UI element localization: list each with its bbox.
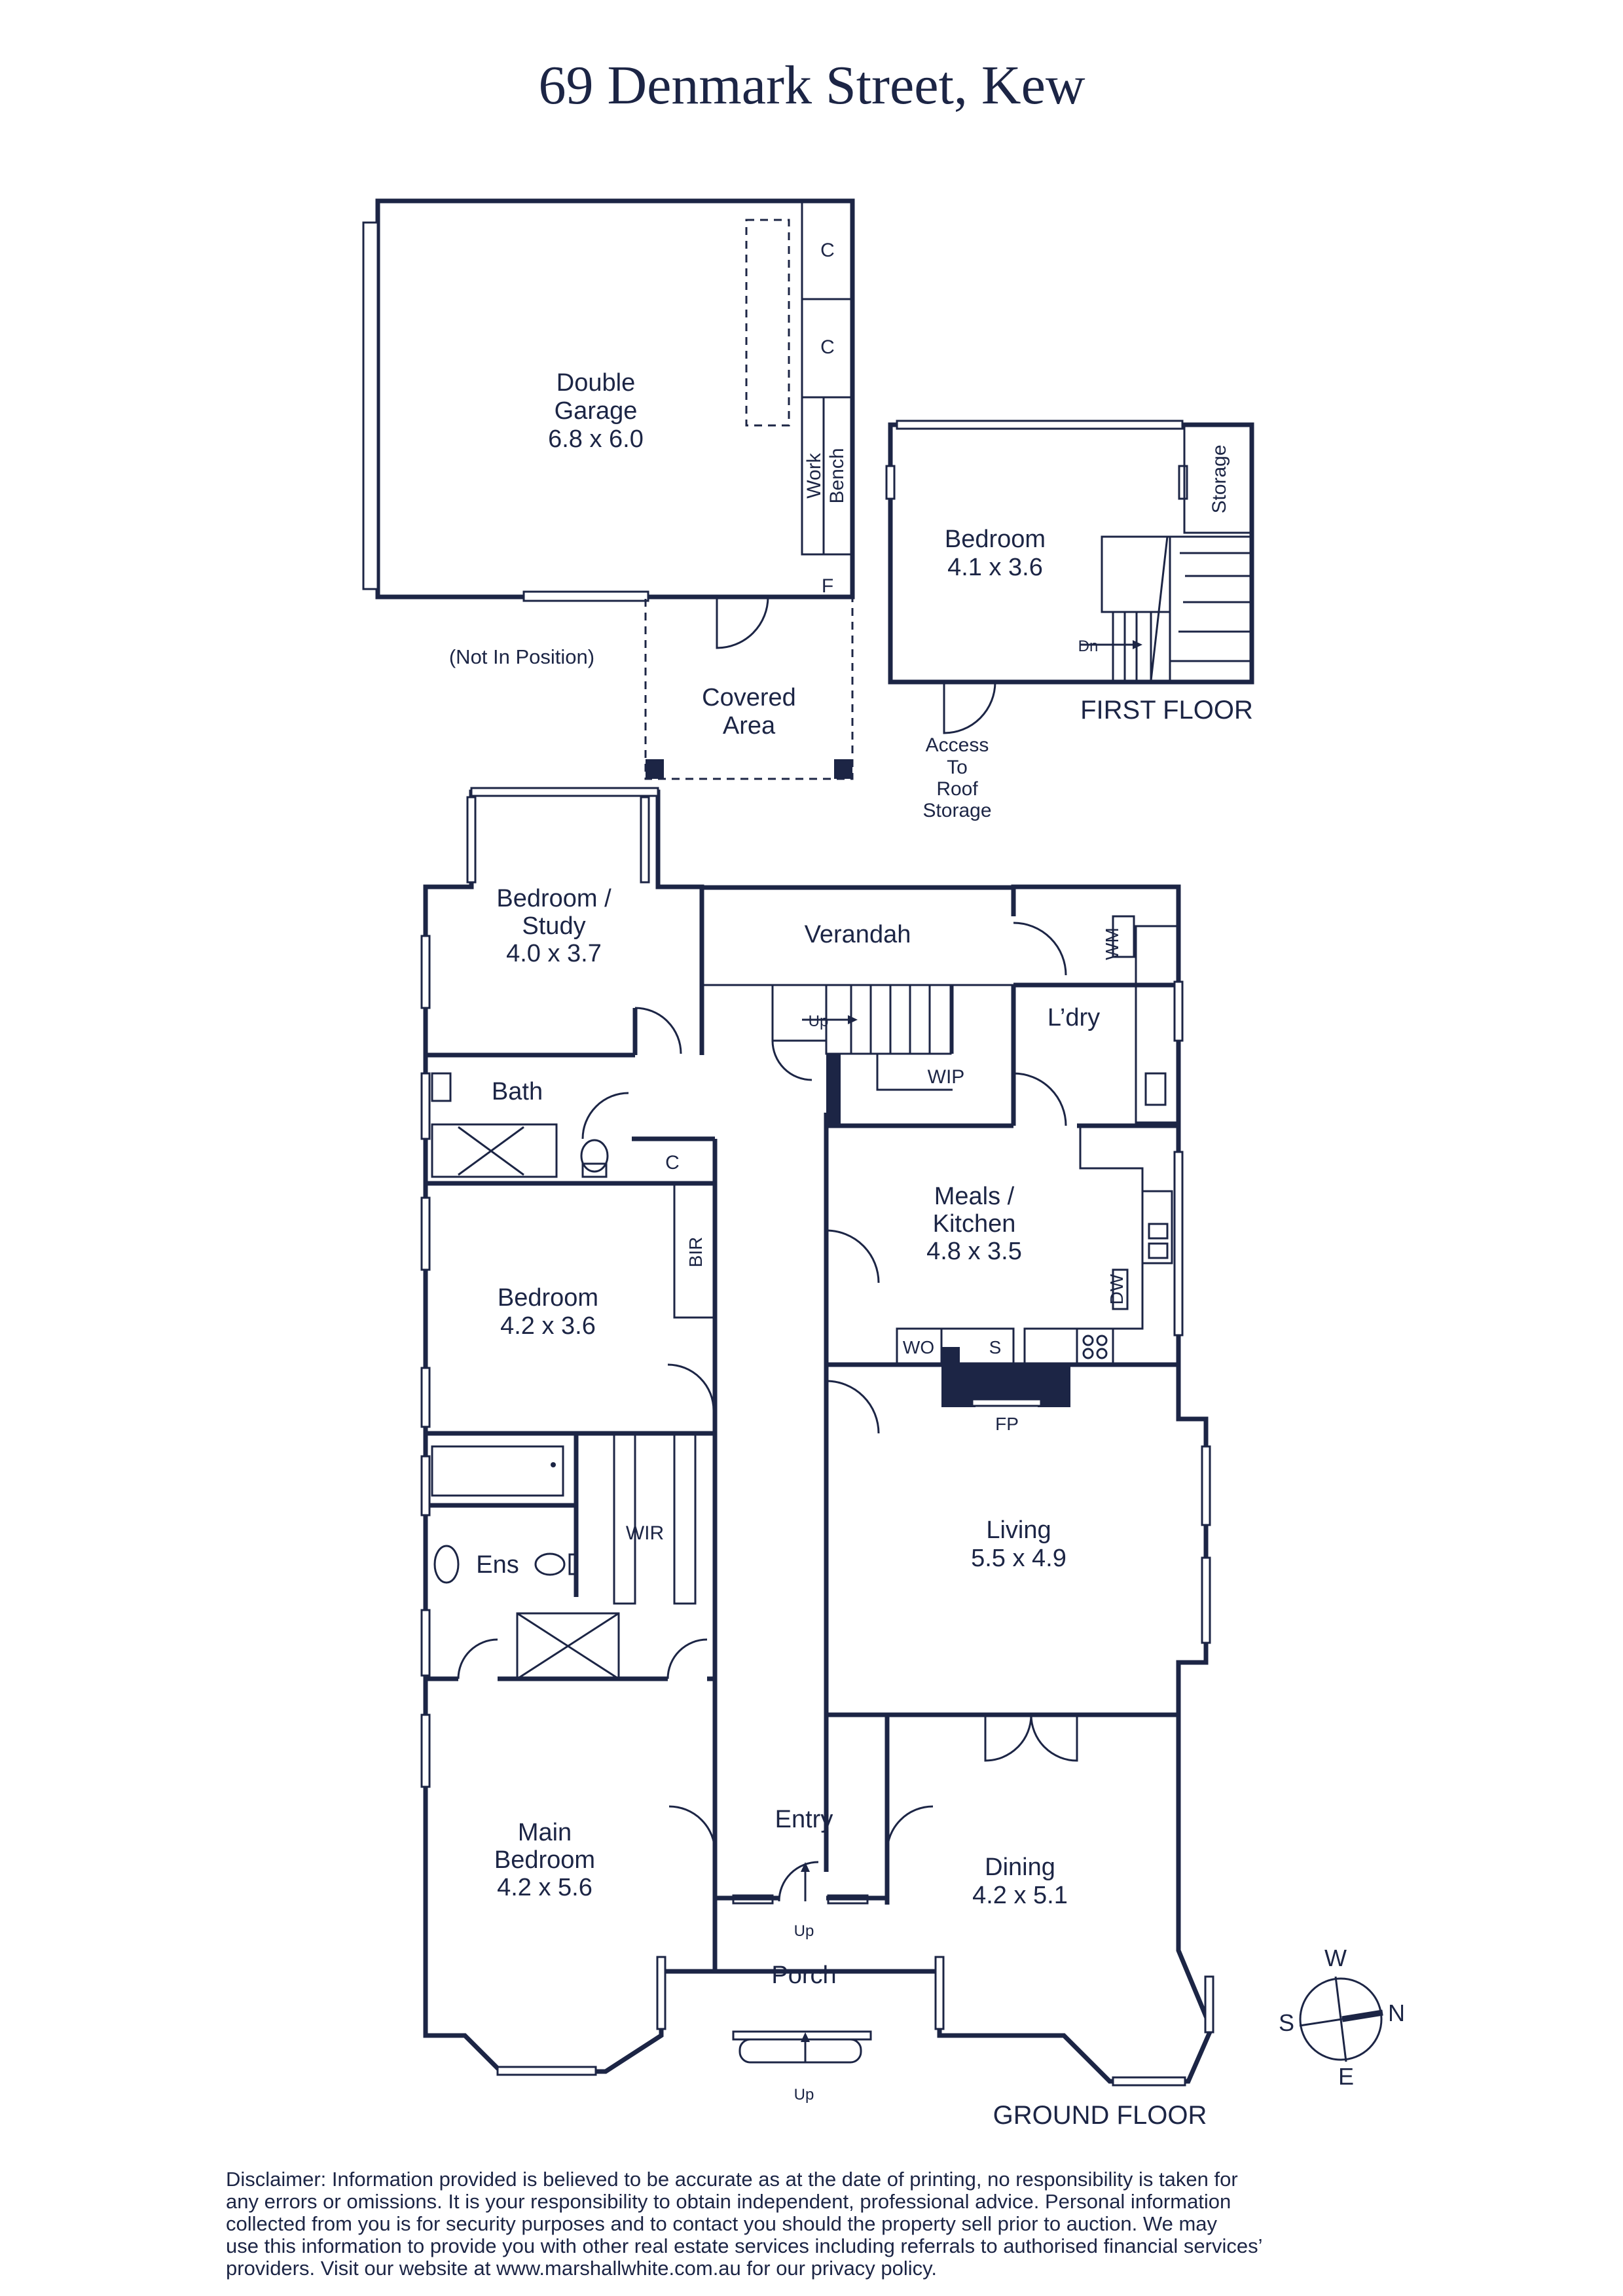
bedroom-study-size: 4.0 x 3.7 [506,940,602,967]
entry-label: Entry [775,1806,833,1833]
dining-size: 4.2 x 5.1 [972,1882,1068,1909]
garage-cupboard-2: C [820,336,835,358]
bedroom-study-line1: Bedroom / [496,885,611,912]
bedroom-name: Bedroom [498,1284,598,1312]
verandah-label: Verandah [805,921,911,948]
compass [1299,1976,1383,2062]
roof-access-line3: Roof [936,778,978,800]
dishwasher-label: DW [1106,1274,1127,1304]
page-title: 69 Denmark Street, Kew [538,55,1085,116]
garage-fridge: F [822,575,833,597]
roof-access-line2: To [947,757,968,778]
bath-label: Bath [492,1078,543,1105]
laundry-label: L’dry [1048,1004,1100,1031]
garage-name-line2: Garage [555,397,638,425]
fireplace-label: FP [995,1414,1019,1434]
entry-up-label: Up [794,1922,814,1940]
compass-north: N [1388,2000,1405,2026]
disclaimer-line-3: collected from you is for security purpo… [226,2212,1218,2235]
first-floor [885,420,1254,734]
work-bench-line2: Bench [826,448,848,503]
compass-south: S [1279,2009,1294,2036]
bedroom-size: 4.2 x 3.6 [500,1312,596,1340]
disclaimer-line-2: any errors or omissions. It is your resp… [226,2190,1231,2213]
disclaimer-line-5: providers. Visit our website at www.mars… [226,2257,937,2280]
wip-label: WIP [928,1066,965,1088]
work-bench-line1: Work [803,452,825,498]
meals-kitchen-line2: Kitchen [933,1210,1016,1238]
first-floor-label: FIRST FLOOR [1080,696,1253,725]
main-bedroom-size: 4.2 x 5.6 [497,1874,593,1901]
garage-name-line1: Double [556,369,635,397]
double-garage [362,198,855,649]
living-size: 5.5 x 4.9 [971,1545,1067,1572]
meals-kitchen-line1: Meals / [934,1183,1015,1210]
covered-area-line2: Area [723,712,776,740]
garage-cupboard-1: C [820,240,835,261]
roof-access-line4: Storage [922,800,991,821]
porch-label: Porch [771,1962,836,1989]
main-bedroom-line1: Main [518,1819,572,1846]
disclaimer: Disclaimer: Information provided is beli… [226,2168,1263,2280]
compass-west: W [1324,1945,1347,1971]
ground-floor-label: GROUND FLOOR [993,2101,1207,2130]
wir-label: WIR [626,1522,664,1544]
stair-up-label: Up [809,1013,829,1030]
covered-area [644,599,854,780]
main-bedroom-line2: Bedroom [494,1846,595,1874]
wall-oven-label: WO [903,1337,934,1357]
covered-area-line1: Covered [702,684,796,711]
meals-kitchen-size: 4.8 x 3.5 [926,1238,1022,1265]
disclaimer-line-1: Disclaimer: Information provided is beli… [226,2168,1238,2191]
dining-name: Dining [985,1854,1055,1881]
cupboard-label: C [665,1152,680,1174]
living-name: Living [986,1516,1051,1544]
bedroom-study-line2: Study [522,912,585,940]
first-floor-stair-dn: Dn [1078,637,1099,655]
ground-floor [420,787,1214,2087]
garage-size: 6.8 x 6.0 [548,425,644,453]
not-in-position-label: (Not In Position) [449,645,594,668]
first-floor-bedroom-size: 4.1 x 3.6 [947,554,1043,581]
roof-access-line1: Access [926,734,989,756]
washing-machine-label: WM [1102,927,1122,960]
sink-label: S [989,1337,1002,1357]
bir-label: BIR [685,1237,706,1268]
first-floor-bedroom-name: Bedroom [945,526,1046,553]
ensuite-label: Ens [476,1551,519,1579]
first-floor-storage: Storage [1209,444,1230,513]
porch-up-label: Up [794,2086,814,2104]
disclaimer-line-4: use this information to provide you with… [226,2234,1263,2257]
compass-east: E [1338,2063,1354,2090]
